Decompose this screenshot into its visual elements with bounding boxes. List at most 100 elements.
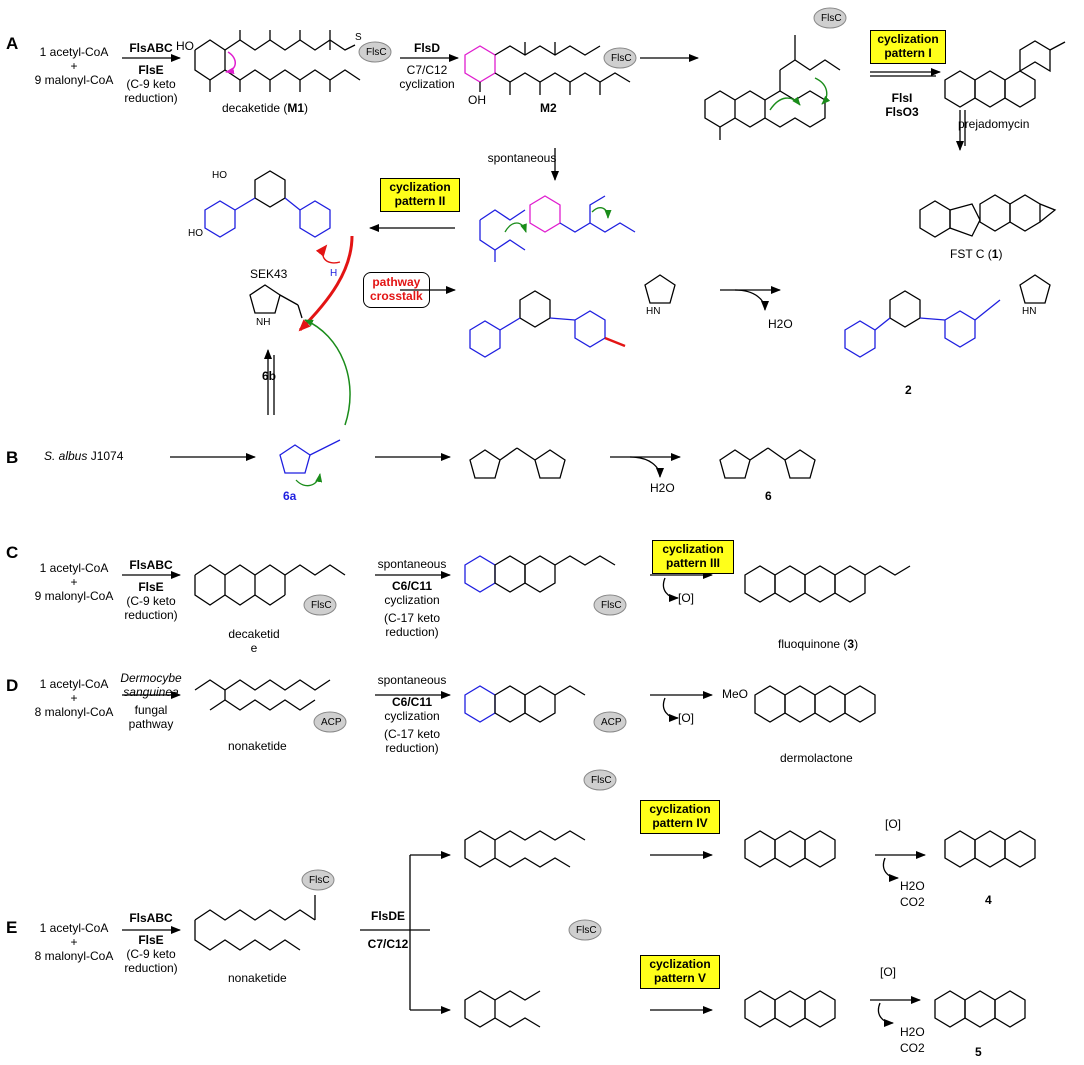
cyc-c-l1: C6/C11 xyxy=(391,579,433,593)
note2-d-l2: reduction) xyxy=(385,741,439,755)
acp-carrier-d2 xyxy=(593,711,627,733)
ho-sek43-ring: HO xyxy=(188,228,203,239)
h2o-e4: H2O xyxy=(900,879,925,893)
ho-sek43: HO xyxy=(212,170,227,181)
fluoquinone-structure xyxy=(744,565,911,603)
flsc-carrier-e xyxy=(301,869,335,891)
precursor-line1-d: 1 acetyl-CoA xyxy=(39,677,109,691)
flsc-label-m2: FlsC xyxy=(611,53,632,64)
panel-label-b: B xyxy=(6,448,19,467)
oh-m2: OH xyxy=(468,93,486,107)
precursor-line2-d: 8 malonyl-CoA xyxy=(34,705,114,719)
acp-label-d2: ACP xyxy=(601,717,622,728)
fst-c-structure xyxy=(919,194,1057,238)
precursor-line2-a: 9 malonyl-CoA xyxy=(34,73,114,87)
pattern-v-product-structure xyxy=(744,990,836,1028)
s-label-m1: S xyxy=(355,32,362,43)
flsc-carrier-c2 xyxy=(593,594,627,616)
compound-2-structure xyxy=(844,274,1051,358)
flsc-carrier-e5 xyxy=(568,919,602,941)
precursor-line2-e: 8 malonyl-CoA xyxy=(34,949,114,963)
organism-s-albus: S. albus J1074 xyxy=(44,449,124,463)
note-a-l1: (C-9 keto xyxy=(126,77,176,91)
prejadomycin-label: prejadomycin xyxy=(958,117,1030,131)
note2-d-l1: (C-17 keto xyxy=(383,727,441,741)
m1-label: decaketide (M1) xyxy=(222,101,309,115)
precursor-line1-c: 1 acetyl-CoA xyxy=(39,561,109,575)
dermolactone-label: dermolactone xyxy=(780,751,853,765)
organism-d-l1: Dermocybe xyxy=(120,671,182,685)
panel-label-a: A xyxy=(6,34,19,53)
panel-label-c: C xyxy=(6,543,19,562)
precursor-line2-c: 9 malonyl-CoA xyxy=(34,589,114,603)
flsc-carrier-pattern-i xyxy=(813,7,847,29)
dermolactone-structure xyxy=(754,685,876,723)
enzyme-flse-a: FlsE xyxy=(138,63,164,77)
enzyme-flse-e: FlsE xyxy=(138,933,164,947)
precursor-line1-e: 1 acetyl-CoA xyxy=(39,921,109,935)
plus-c: + xyxy=(70,575,78,589)
cpd-5-label: 5 xyxy=(975,1045,982,1059)
pattern-iv-intermediate-structure xyxy=(464,830,586,868)
plus-d: + xyxy=(70,691,78,705)
flsc-label-e4: FlsC xyxy=(591,775,612,786)
pattern-i-intermediate-structure xyxy=(704,35,841,140)
plus-e: + xyxy=(70,935,78,949)
oxidation-d: [O] xyxy=(678,711,695,725)
hn-2: HN xyxy=(1022,306,1037,317)
green-6a-to-6b-arrow xyxy=(304,319,351,426)
pink-cyclization-arrow xyxy=(225,51,236,75)
enzyme-flso3: FlsO3 xyxy=(885,105,919,119)
flsc-carrier-e4 xyxy=(583,769,617,791)
spontaneous-c: spontaneous xyxy=(377,557,447,571)
enzyme-flsd: FlsD xyxy=(413,41,441,55)
note-e-l2: reduction) xyxy=(124,961,178,975)
co2-e5: CO2 xyxy=(900,1041,925,1055)
cyc-e: C7/C12 xyxy=(367,937,409,951)
note-c-l2: reduction) xyxy=(124,608,178,622)
sek43-structure xyxy=(204,170,331,238)
enzyme-flsi: FlsI xyxy=(891,91,913,105)
sek43-label: SEK43 xyxy=(250,267,288,281)
acp-carrier-d xyxy=(313,711,347,733)
spontaneous-d: spontaneous xyxy=(377,673,447,687)
compound-4-structure xyxy=(944,830,1036,868)
cpd-6-label: 6 xyxy=(765,489,772,503)
nonaketide-d-structure xyxy=(194,679,331,711)
dipyrrole-alcohol-structure xyxy=(469,447,566,479)
pattern-d-intermediate-structure xyxy=(464,685,586,723)
nonaketide-e-structure xyxy=(194,895,316,951)
decaketide-c-structure xyxy=(194,564,346,606)
decaketide-m1-structure xyxy=(194,30,361,92)
m2-structure xyxy=(464,42,631,95)
note2-c-l2: reduction) xyxy=(385,625,439,639)
h2o-e5: H2O xyxy=(900,1025,925,1039)
enzyme-flsabc-e: FlsABC xyxy=(129,911,173,925)
cyc-d-l2: cyclization xyxy=(384,709,440,723)
cpd-6a-label: 6a xyxy=(283,489,297,503)
flsc-label-e: FlsC xyxy=(309,875,330,886)
pyrrole-6a-structure xyxy=(279,439,341,474)
oxidation-e4: [O] xyxy=(885,817,902,831)
fst-c-label: FST C (1) xyxy=(950,247,1003,261)
pattern-iii-intermediate-structure xyxy=(464,555,616,593)
enzyme-flse-c: FlsE xyxy=(138,580,164,594)
acp-label-d: ACP xyxy=(321,717,342,728)
meo-label: MeO xyxy=(722,687,749,701)
note2-c-l1: (C-17 keto xyxy=(383,611,441,625)
sek43-precursor-structure xyxy=(479,195,636,262)
pyrrole-6b-structure xyxy=(249,284,303,319)
decaketide-c-l1: decaketid xyxy=(228,627,280,641)
nonaketide-d-label: nonaketide xyxy=(228,739,287,753)
flsc-label-c2: FlsC xyxy=(601,600,622,611)
note-a-l2: reduction) xyxy=(124,91,178,105)
plus-a: + xyxy=(70,59,78,73)
oxidation-e5: [O] xyxy=(880,965,897,979)
note-e-l1: (C-9 keto xyxy=(126,947,176,961)
